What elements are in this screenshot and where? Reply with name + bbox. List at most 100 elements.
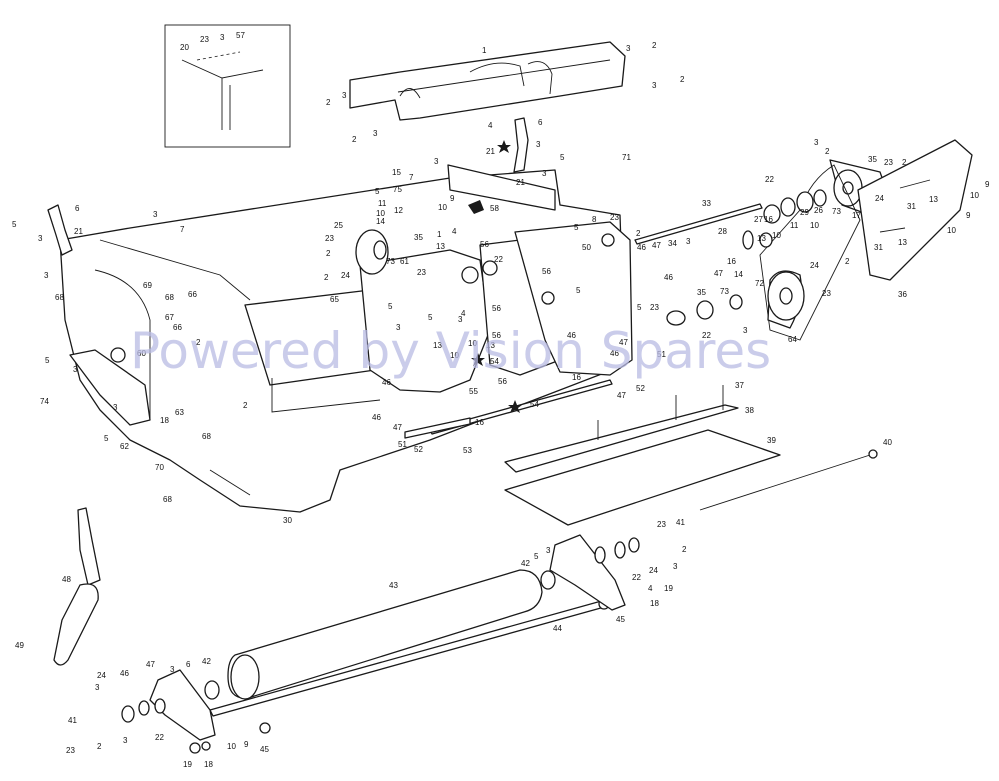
callout-74: 74 — [40, 397, 49, 406]
callout-4b: 4 — [452, 227, 457, 236]
callout-5d: 5 — [45, 356, 50, 365]
callout-69: 69 — [143, 281, 152, 290]
callout-10d: 10 — [450, 351, 459, 360]
callout-23d: 23 — [610, 213, 619, 222]
callout-35c: 35 — [868, 155, 877, 164]
callout-2j: 2 — [845, 257, 850, 266]
callout-6b: 6 — [75, 204, 80, 213]
callout-22b: 22 — [702, 331, 711, 340]
callout-11b: 11 — [790, 221, 799, 230]
callout-38: 38 — [745, 406, 754, 415]
callout-23e: 23 — [650, 303, 659, 312]
callout-15: 15 — [392, 168, 401, 177]
callout-64: 64 — [788, 335, 797, 344]
callout-13b: 13 — [433, 341, 442, 350]
callout-49: 49 — [15, 641, 24, 650]
callout-3g: 3 — [220, 33, 225, 42]
callout-62: 62 — [120, 442, 129, 451]
callout-46e: 46 — [637, 243, 646, 252]
callout-68c: 68 — [202, 432, 211, 441]
callout-13d: 13 — [757, 234, 766, 243]
callout-66b: 66 — [173, 323, 182, 332]
callout-21a: 21 — [486, 147, 495, 156]
callout-10b: 10 — [376, 209, 385, 218]
callout-23i: 23 — [66, 746, 75, 755]
callout-3u: 3 — [170, 665, 175, 674]
callout-67: 67 — [165, 313, 174, 322]
callout-72: 72 — [755, 279, 764, 288]
callout-46g: 46 — [120, 669, 129, 678]
callout-3j: 3 — [38, 234, 43, 243]
callout-54b: 54 — [530, 400, 539, 409]
callout-51b: 51 — [657, 350, 666, 359]
strips — [504, 385, 781, 526]
bushings — [666, 189, 827, 326]
callout-65: 65 — [330, 295, 339, 304]
callout-19b: 19 — [183, 760, 192, 769]
callout-12: 12 — [394, 206, 403, 215]
callout-5k: 5 — [534, 552, 539, 561]
callout-46d: 46 — [610, 349, 619, 358]
callout-5b: 5 — [375, 187, 380, 196]
callout-75: 75 — [393, 185, 402, 194]
callout-31a: 31 — [907, 202, 916, 211]
callout-3f: 3 — [542, 169, 547, 178]
frame-pulley — [355, 229, 389, 275]
callout-2d: 2 — [352, 135, 357, 144]
callout-3n: 3 — [396, 323, 401, 332]
callout-3s: 3 — [546, 546, 551, 555]
callout-18c: 18 — [204, 760, 213, 769]
callout-46b: 46 — [372, 413, 381, 422]
callout-5f: 5 — [388, 302, 393, 311]
callout-2m: 2 — [682, 545, 687, 554]
callout-22a: 22 — [494, 255, 503, 264]
callout-47a: 47 — [393, 423, 402, 432]
callout-1: 1 — [482, 46, 487, 55]
inset-detail — [164, 24, 291, 148]
callout-46c: 46 — [567, 331, 576, 340]
callout-24a: 24 — [341, 271, 350, 280]
top-cover — [349, 41, 626, 121]
callout-11a: 11 — [378, 199, 387, 208]
callout-1b: 1 — [437, 230, 442, 239]
callout-3v: 3 — [95, 683, 100, 692]
callout-68b: 68 — [165, 293, 174, 302]
callout-5e: 5 — [104, 434, 109, 443]
callout-46a: 46 — [382, 378, 391, 387]
callout-41b: 41 — [68, 716, 77, 725]
callout-3e: 3 — [536, 140, 541, 149]
callout-28: 28 — [718, 227, 727, 236]
callout-3h: 3 — [434, 157, 439, 166]
callout-3t: 3 — [673, 562, 678, 571]
callout-2c: 2 — [326, 98, 331, 107]
callout-13f: 13 — [898, 238, 907, 247]
callout-21c: 21 — [74, 227, 83, 236]
callout-5j: 5 — [637, 303, 642, 312]
callout-22c: 22 — [765, 175, 774, 184]
callout-10e: 10 — [772, 231, 781, 240]
callout-10f: 10 — [810, 221, 819, 230]
callout-60: 60 — [137, 349, 146, 358]
callout-5a: 5 — [560, 153, 565, 162]
callout-73b: 73 — [720, 287, 729, 296]
callout-44: 44 — [553, 624, 562, 633]
callout-16a: 16 — [475, 418, 484, 427]
callout-52b: 52 — [636, 384, 645, 393]
callout-66a: 66 — [188, 290, 197, 299]
callout-20: 20 — [180, 43, 189, 52]
callout-4d: 4 — [648, 584, 653, 593]
left-arms — [47, 117, 529, 256]
callout-3d: 3 — [373, 129, 378, 138]
roller — [209, 569, 610, 717]
callout-2f: 2 — [324, 273, 329, 282]
callout-7b: 7 — [180, 225, 185, 234]
callout-42a: 42 — [521, 559, 530, 568]
callout-19a: 19 — [664, 584, 673, 593]
callout-39: 39 — [767, 436, 776, 445]
callout-23a: 23 — [200, 35, 209, 44]
callout-8: 8 — [592, 215, 597, 224]
callout-42b: 42 — [202, 657, 211, 666]
callout-36: 36 — [898, 290, 907, 299]
callout-3l: 3 — [73, 365, 78, 374]
